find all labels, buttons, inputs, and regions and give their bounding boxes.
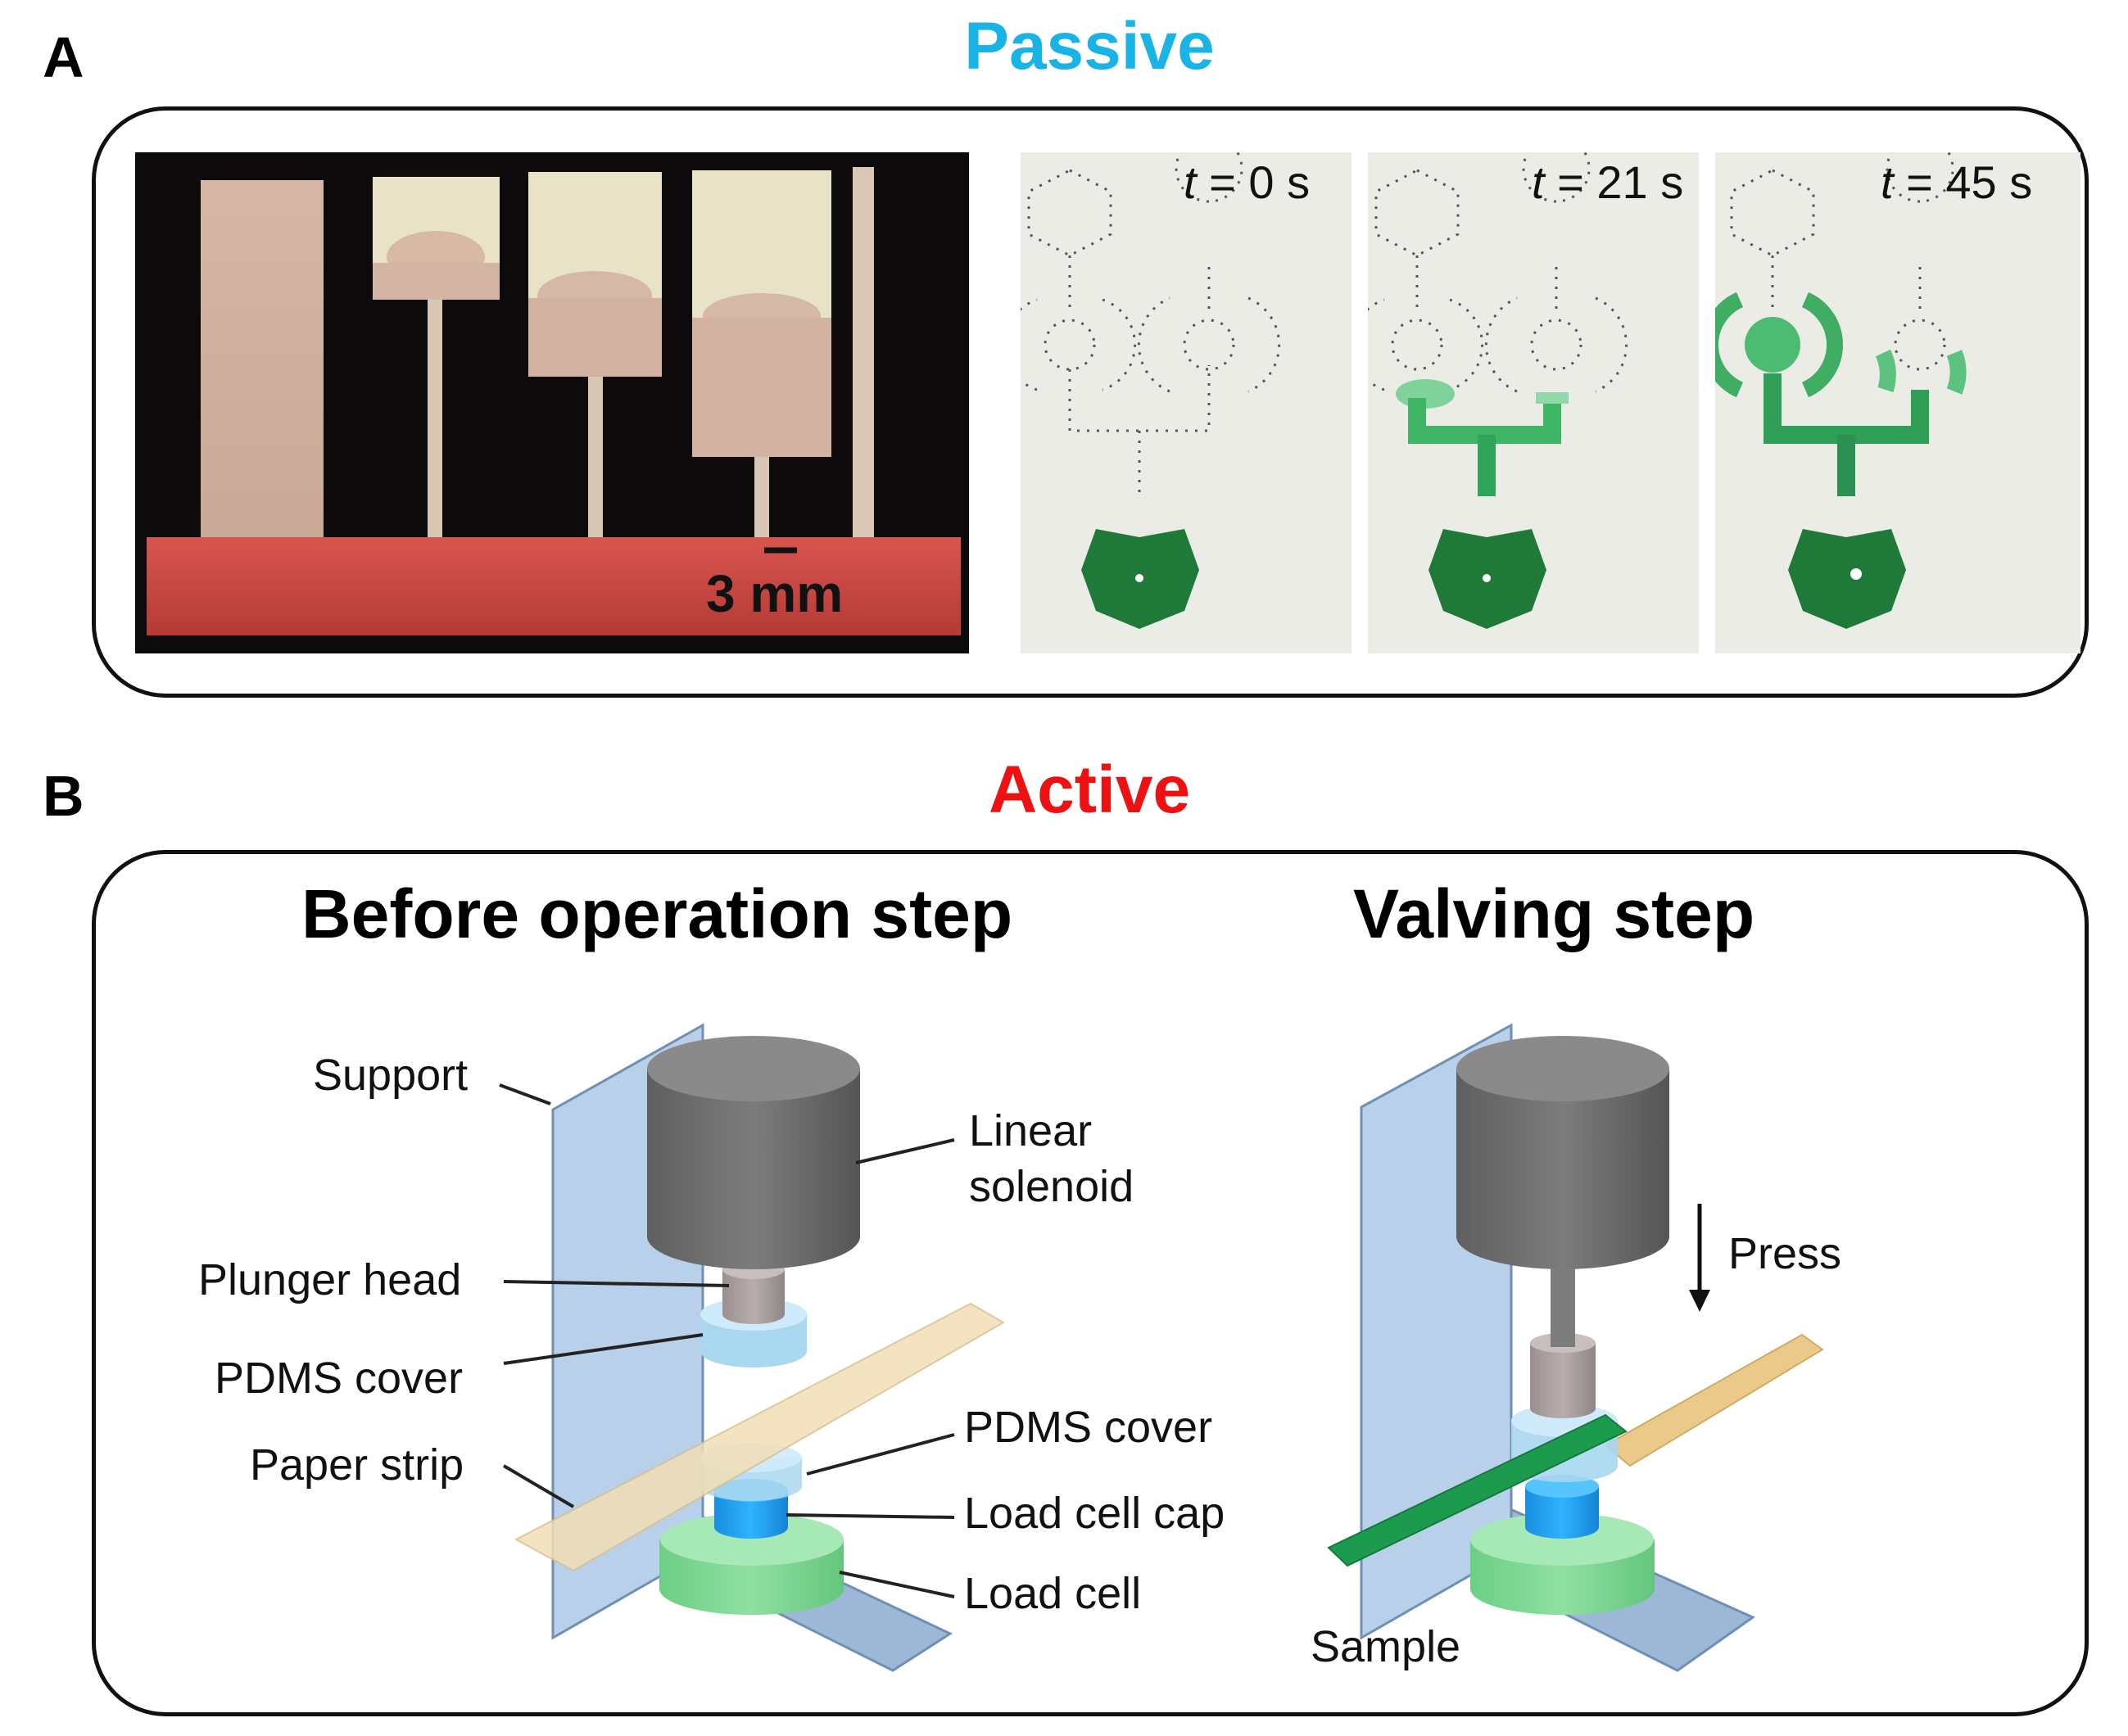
panel-a-frame [92,106,2089,698]
label-press: Press [1728,1229,1842,1278]
paper-strip-1 [201,180,324,565]
label-sample: Sample [1311,1622,1461,1671]
time-lapse-frame-1 [1021,152,1352,653]
scale-bar-label: 3 mm [706,564,844,623]
label-support: Support [313,1051,469,1100]
label-load-cell-cap: Load cell cap [964,1489,1225,1538]
time-lapse-frame-3 [1715,152,2080,653]
panel-b-letter: B [43,764,84,828]
label-paper-strip: Paper strip [250,1440,464,1490]
panel-b-frame [92,850,2089,1716]
time-label-3: t = 45 s [1881,156,2033,208]
paper-strip-5 [853,167,874,567]
time-lapse-frame-2 [1368,152,1699,653]
panel-a-title: Passive [964,9,1215,84]
label-pdms-cover-top: PDMS cover [215,1354,464,1403]
paper-strips-photo [135,152,969,653]
label-linear-solenoid-1: Linear [969,1106,1093,1155]
paper-strip-3-stem [588,377,603,567]
label-plunger-head: Plunger head [198,1255,462,1304]
panel-a-letter: A [43,25,84,89]
time-label-2: t = 21 s [1532,156,1684,208]
red-base [147,537,961,635]
label-linear-solenoid-2: solenoid [969,1162,1134,1211]
before-step-title: Before operation step [301,875,1013,952]
panel-b-title: Active [988,753,1191,827]
label-load-cell: Load cell [964,1569,1142,1618]
label-pdms-cover-bottom: PDMS cover [964,1403,1213,1452]
paper-strip-2-stem [428,300,442,566]
valving-step-title: Valving step [1353,875,1755,952]
time-label-1: t = 0 s [1184,156,1311,208]
sample-reservoir-3 [1788,529,1906,629]
